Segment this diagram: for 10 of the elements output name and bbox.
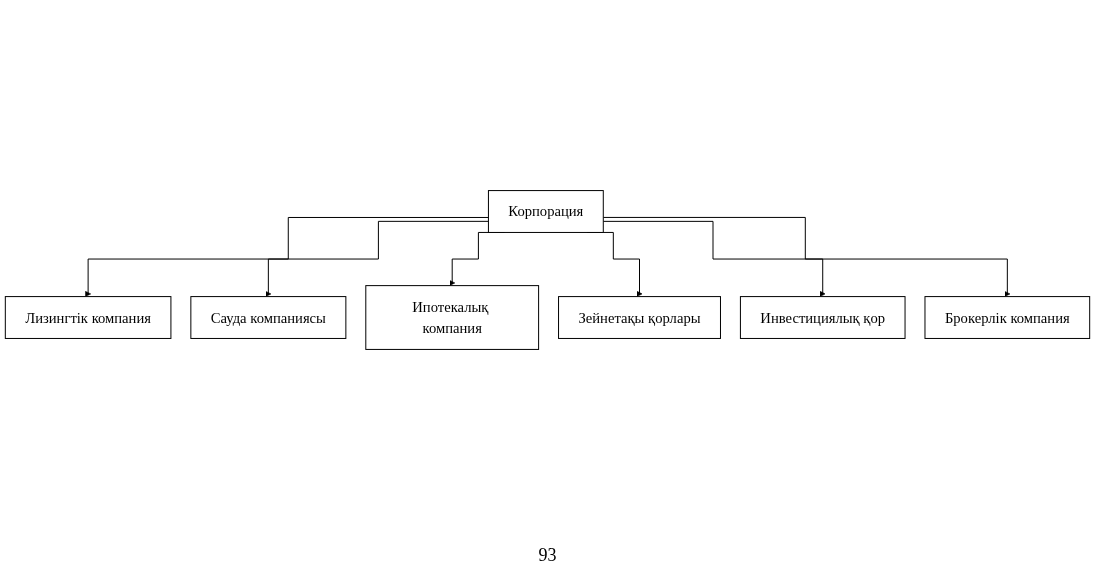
- page-number: 93: [538, 545, 557, 565]
- node-box: [558, 296, 721, 339]
- node-box: [190, 296, 347, 339]
- node-box: [739, 296, 906, 339]
- node-box: [4, 296, 172, 339]
- node-box: [487, 190, 604, 233]
- node-box: [924, 296, 1091, 339]
- node-box: [365, 285, 540, 350]
- org-chart: Корпорация Лизингтік компания Сауда компаниясы Ипотекалық компания Зейнетақы қорлары Инвестициялық қор Брокерлік компания: [0, 0, 1095, 540]
- arrow: [602, 220, 826, 297]
